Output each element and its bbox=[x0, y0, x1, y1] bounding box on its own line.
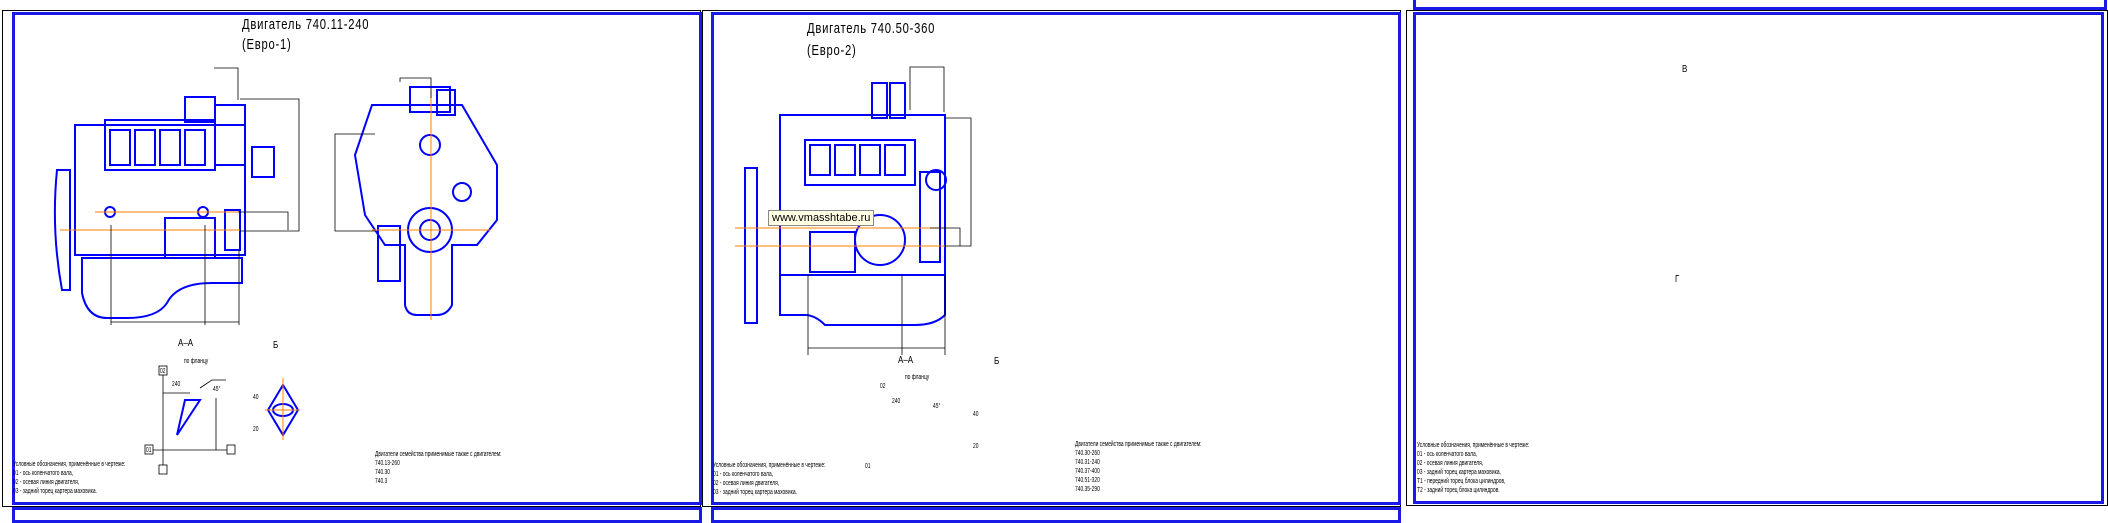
view-g-label: Г bbox=[1675, 274, 1680, 285]
engine-front-view-1 bbox=[353, 86, 498, 316]
sheet-1-base2: 02 bbox=[160, 368, 166, 375]
sheet-3-frame bbox=[1413, 12, 2104, 504]
sheet-2-view-label: Б bbox=[994, 356, 1000, 367]
sheet-2-section-label: А–А bbox=[898, 355, 914, 366]
list-item: 740.31-240 bbox=[1075, 459, 1100, 466]
sheet-2-dim-width: 240 bbox=[892, 398, 901, 405]
watermark-link[interactable]: www.vmasshtabe.ru bbox=[768, 210, 875, 226]
sheet-1-notes: Условные обозначения, применённые в черт… bbox=[13, 460, 174, 496]
sheet-1-dim-width: 240 bbox=[172, 381, 181, 388]
sheet-2-dim-angle: 45° bbox=[933, 403, 941, 410]
sheet-2-title: Двигатель 740.50-360 bbox=[807, 20, 936, 37]
engine-side-view-1 bbox=[53, 96, 275, 319]
sheet-2-notes: Условные обозначения, применённые в черт… bbox=[713, 461, 874, 497]
sheet-1-dim-d1: 40 bbox=[253, 394, 259, 401]
list-item: 740.3 bbox=[375, 478, 388, 485]
list-item: 740.51-320 bbox=[1075, 477, 1100, 484]
note-line: 01 - ось коленчатого вала, bbox=[13, 470, 74, 477]
note-line: 03 - задний торец картера маховика, bbox=[1417, 469, 1501, 476]
note-line: 02 - осевая линия двигателя, bbox=[1417, 460, 1484, 467]
note-line: 01 - ось коленчатого вала, bbox=[1417, 451, 1478, 458]
sheet-1-dim-angle: 45° bbox=[213, 386, 221, 393]
dimension-lines-1 bbox=[110, 67, 300, 325]
axis-lines-1 bbox=[60, 211, 240, 231]
sheet-2-subtitle: (Евро-2) bbox=[807, 42, 857, 59]
note-line: Условные обозначения, применённые в черт… bbox=[1417, 442, 1530, 449]
sheet-1-view-label: Б bbox=[273, 340, 279, 351]
list-item: 740.30-260 bbox=[1075, 450, 1100, 457]
note-line: 01 - ось коленчатого вала, bbox=[713, 471, 774, 478]
section-aa-diagram-1 bbox=[144, 365, 236, 475]
note-line: 02 - осевая линия двигателя, bbox=[13, 479, 80, 486]
list-title: Двигатели семейства применимые также с д… bbox=[375, 451, 502, 458]
note-line: Условные обозначения, применённые в черт… bbox=[713, 462, 826, 469]
sheet-1-subtitle: (Евро-1) bbox=[242, 36, 292, 53]
note-line: Т2 - задний торец блока цилиндров. bbox=[1417, 487, 1500, 494]
sheet-1-title: Двигатель 740.11-240 bbox=[242, 16, 370, 33]
list-item: 740.13-260 bbox=[375, 460, 400, 467]
sheet-2-engine-list: Двигатели семейства применимые также с д… bbox=[1075, 440, 1256, 494]
note-line: 02 - осевая линия двигателя, bbox=[713, 480, 780, 487]
note-line: 03 - задний торец картера маховика. bbox=[13, 488, 97, 495]
list-item: 740.30 bbox=[375, 469, 390, 476]
list-item: 740.37-400 bbox=[1075, 468, 1100, 475]
sheet-2-dim-d1: 40 bbox=[973, 411, 979, 418]
sheet-2-section-note: по фланцу bbox=[905, 374, 930, 381]
sheet-top-frame-partial bbox=[1413, 0, 2107, 10]
sheet-2-base1: 01 bbox=[865, 463, 871, 470]
sheet-1-engine-list: Двигатели семейства применимые также с д… bbox=[375, 450, 556, 486]
view-v-label: В bbox=[1682, 64, 1688, 75]
sheet-2-dim-d2: 20 bbox=[973, 443, 979, 450]
note-line: Условные обозначения, применённые в черт… bbox=[13, 461, 126, 468]
sheet-1-frame bbox=[12, 12, 702, 505]
engine-side-view-2 bbox=[744, 82, 947, 326]
list-item: 740.35-290 bbox=[1075, 486, 1100, 493]
note-line: Т1 - передний торец блока цилиндров, bbox=[1417, 478, 1506, 485]
sheet-1-section-label: А–А bbox=[178, 338, 194, 349]
sheet-1-base1: 01 bbox=[146, 447, 152, 454]
flange-profile-1 bbox=[176, 399, 202, 436]
sheet-1-section-note: по фланцу bbox=[184, 358, 209, 365]
list-title: Двигатели семейства применимые также с д… bbox=[1075, 441, 1202, 448]
sheet-3-notes: Условные обозначения, применённые в черт… bbox=[1417, 441, 1578, 495]
sheet-2-frame bbox=[711, 12, 1401, 505]
sheet-1-dim-d2: 20 bbox=[253, 426, 259, 433]
sheet-2-base2: 02 bbox=[880, 383, 886, 390]
note-line: 03 - задний торец картера маховика. bbox=[713, 489, 797, 496]
